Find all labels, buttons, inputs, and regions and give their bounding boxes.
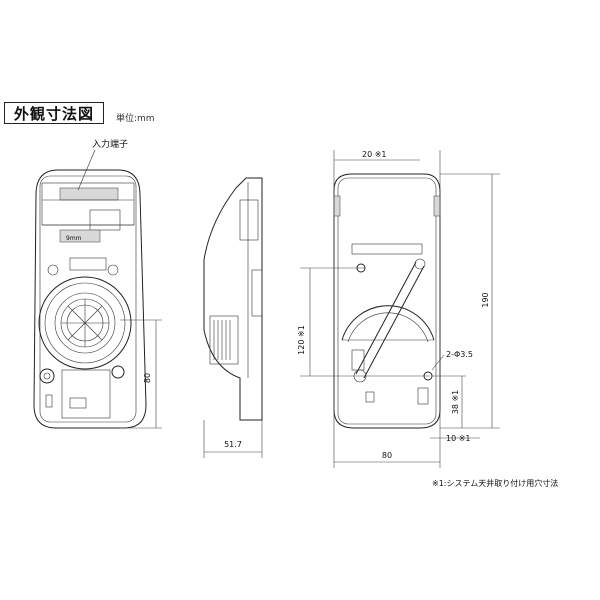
dim-front-height: 80 [143, 373, 152, 383]
dim-side-depth: 51.7 [224, 440, 242, 449]
footnote: ※1:システム天井取り付け用穴寸法 [432, 478, 558, 488]
dim-back-width: 80 [382, 451, 392, 460]
dim-mount-lower: 38 ※1 [451, 390, 460, 415]
unit-label: 単位:mm [116, 114, 155, 124]
dim-mount-height: 120 ※1 [297, 325, 306, 355]
front-view [33, 149, 162, 429]
side-view [203, 177, 263, 458]
dim-mount-top: 20 ※1 [362, 150, 387, 159]
dim-mount-side: 10 ※1 [446, 434, 471, 443]
input-terminal-label: 入力端子 [92, 138, 128, 150]
back-view [300, 150, 500, 468]
page-title: 外観寸法図 [4, 102, 104, 124]
dim-hole-spec: 2-Φ3.5 [446, 350, 473, 359]
dim-total-height: 190 [481, 292, 490, 307]
device-marking-label: 9mm [66, 235, 82, 242]
